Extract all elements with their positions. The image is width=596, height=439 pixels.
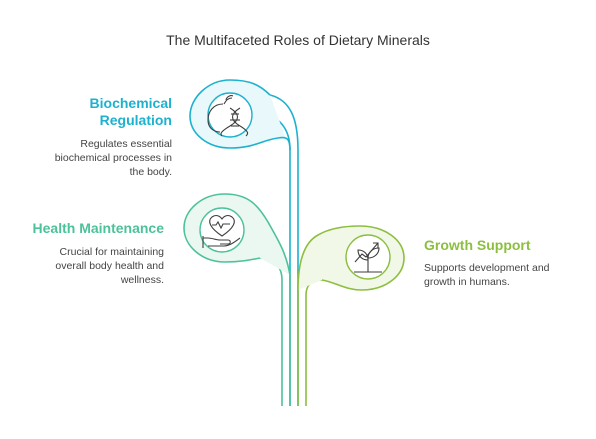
health-description: Crucial for maintaining overall body hea… — [55, 246, 164, 286]
growth-heading: Growth Support — [424, 237, 531, 253]
dna-apple-icon — [207, 95, 249, 137]
biochemical-stem — [189, 79, 299, 406]
growth-description: Supports development and growth in human… — [424, 262, 550, 288]
growth-plant-icon — [354, 242, 382, 273]
growth-stem — [297, 225, 405, 406]
biochemical-description: Regulates essential biochemical processe… — [54, 138, 172, 178]
heart-hand-icon — [202, 214, 241, 248]
health-heading: Health Maintenance — [32, 220, 164, 236]
health-stem — [183, 193, 291, 406]
biochemical-heading: Biochemical Regulation — [89, 95, 172, 128]
diagram-title: The Multifaceted Roles of Dietary Minera… — [166, 32, 430, 48]
